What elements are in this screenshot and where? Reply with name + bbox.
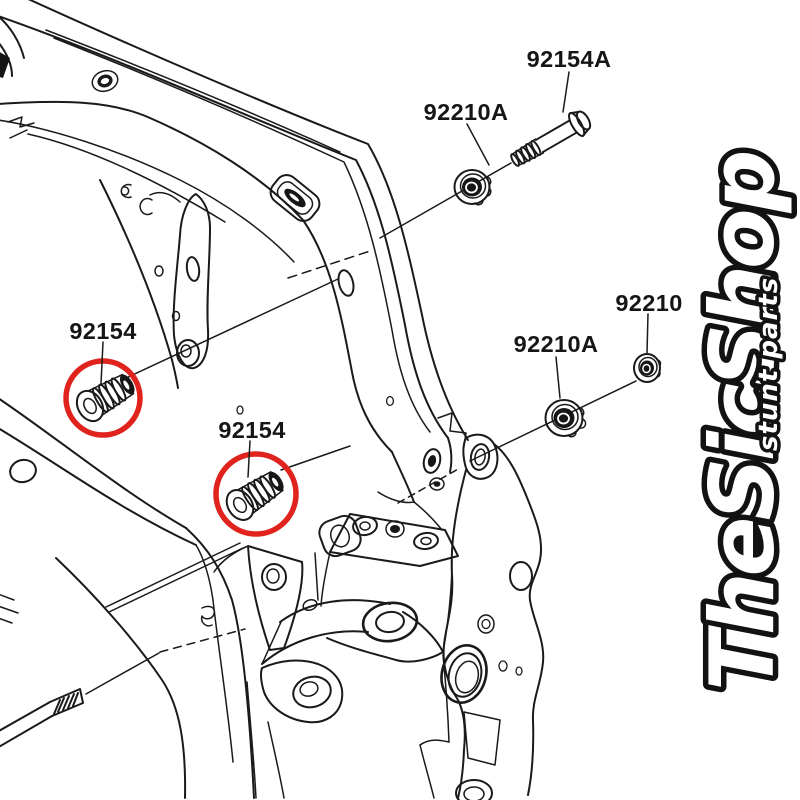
crossmember-holes <box>352 515 439 551</box>
frame-line-art <box>0 0 545 800</box>
part-label-92154-center[interactable]: 92154 <box>218 417 285 443</box>
part-label-92210A-upper[interactable]: 92210A <box>424 99 509 125</box>
flange-nut-icon <box>453 169 492 206</box>
watermark-brand-text: TheSicShop <box>691 152 794 691</box>
part-label-92154A[interactable]: 92154A <box>527 46 612 72</box>
slot-hole <box>269 174 321 222</box>
flange-nut-icon <box>633 353 662 383</box>
watermark-logo: TheSicShop stunt parts <box>686 147 800 697</box>
watermark-tagline-text: stunt parts <box>754 277 784 451</box>
highlight-circle-center <box>213 451 299 537</box>
rod-assembly-line <box>85 652 160 695</box>
part-label-92210A-mid[interactable]: 92210A <box>514 331 599 357</box>
highlight-circle-left <box>63 358 143 438</box>
rivet-hole <box>91 69 119 93</box>
part-label-92210[interactable]: 92210 <box>615 290 682 316</box>
part-label-92154-left[interactable]: 92154 <box>69 318 136 344</box>
threaded-rod-icon <box>0 688 84 748</box>
label-leader-lines <box>100 71 649 478</box>
crossmember-end-tab <box>318 514 362 558</box>
stamp-squiggle <box>200 605 216 627</box>
rubber-damper-icon <box>225 471 284 521</box>
damper-seat-hole <box>337 269 355 297</box>
rubber-damper-icon <box>75 373 135 423</box>
flange-nut-icon <box>544 399 587 438</box>
flange-bolt-icon <box>510 110 592 167</box>
center-boss <box>361 601 419 643</box>
pivot-bore <box>440 644 488 704</box>
